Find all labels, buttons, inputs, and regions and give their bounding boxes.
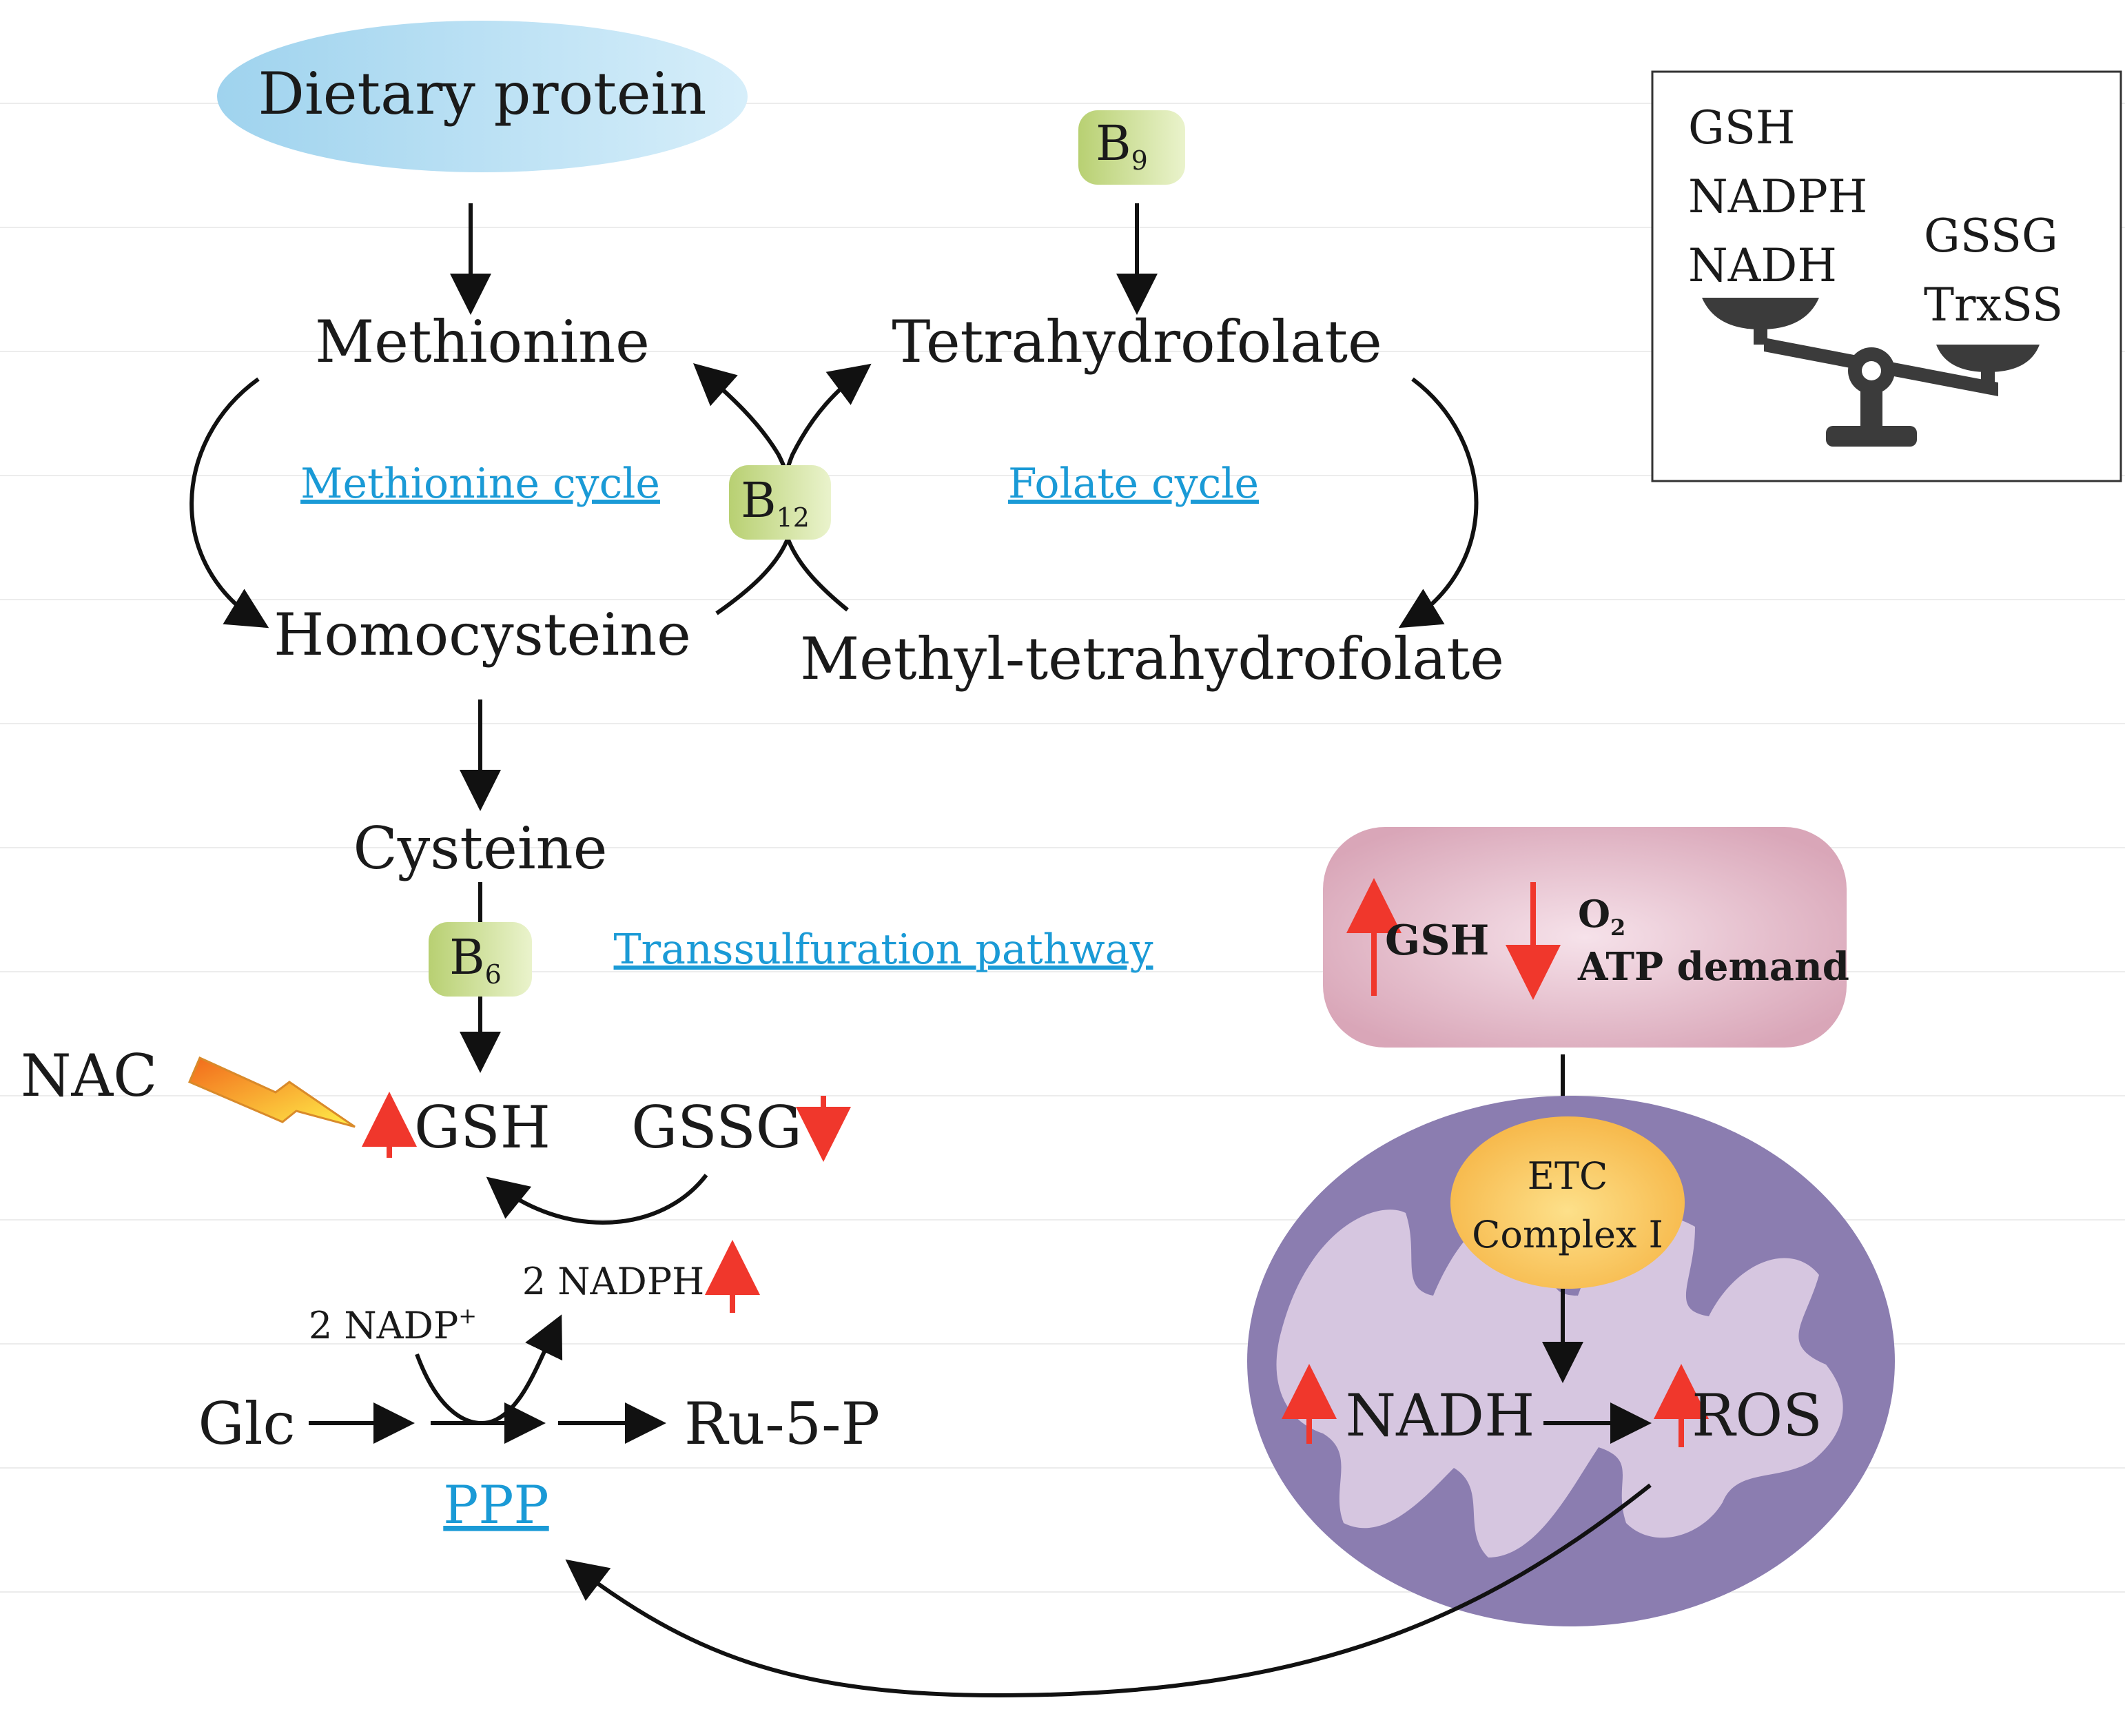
methionine-label: Methionine (315, 308, 650, 376)
methyl-thf-label: Methyl-tetrahydrofolate (800, 625, 1504, 693)
balance-left-nadph: NADPH (1688, 170, 1867, 223)
arrow-gssg-to-gsh (486, 1174, 708, 1225)
folate-cycle-link[interactable]: Folate cycle (1008, 460, 1259, 508)
condition-o2-label: O2 (1578, 892, 1625, 941)
balance-right-trxss: TrxSS (1924, 278, 2063, 331)
tetrahydrofolate-label: Tetrahydrofolate (892, 308, 1382, 376)
arrow-nadp-to-nadph (415, 1314, 563, 1426)
condition-gsh-label: GSH (1385, 917, 1489, 965)
arrow-ros-to-ppp (565, 1483, 1652, 1698)
gssg-label: GSSG (631, 1094, 802, 1161)
ros-label: ROS (1692, 1382, 1823, 1449)
b6-label: B6 (449, 929, 502, 990)
nadh-label: NADH (1346, 1382, 1535, 1449)
b6-badge (429, 922, 532, 997)
balance-right-gssg: GSSG (1924, 210, 2058, 263)
balance-box (1651, 70, 2122, 482)
homocysteine-label: Homocysteine (274, 601, 691, 668)
dietary-protein-label: Dietary protein (258, 60, 707, 127)
arrow-methionine-to-homocysteine (189, 377, 269, 629)
balance-left-gsh: GSH (1688, 101, 1796, 154)
etc-line2-label: Complex I (1472, 1213, 1663, 1256)
cysteine-label: Cysteine (353, 815, 608, 882)
lightning-bolt-icon (188, 1056, 356, 1128)
nac-label: NAC (21, 1042, 157, 1110)
etc-line1-label: ETC (1528, 1154, 1608, 1198)
transsulfuration-link[interactable]: Transsulfuration pathway (614, 926, 1153, 974)
balance-scale-icon (1702, 298, 2040, 447)
etc-complex-ellipse (1450, 1116, 1685, 1289)
glc-label: Glc (198, 1390, 295, 1458)
ppp-link[interactable]: PPP (443, 1474, 548, 1535)
methionine-cycle-link[interactable]: Methionine cycle (300, 460, 660, 508)
b12-label: B12 (741, 472, 810, 533)
ru5p-label: Ru-5-P (684, 1390, 880, 1458)
b9-label: B9 (1096, 115, 1148, 176)
gsh-label: GSH (414, 1094, 551, 1161)
dietary-protein-ellipse (217, 21, 748, 172)
condition-box (1323, 827, 1847, 1048)
b9-badge (1078, 110, 1185, 185)
nadph-label: 2 NADPH (522, 1260, 705, 1303)
nadp-label: 2 NADP+ (309, 1303, 477, 1347)
condition-atp-label: ATP demand (1577, 944, 1849, 990)
balance-left-nadh: NADH (1688, 239, 1837, 292)
b12-badge (729, 465, 831, 540)
arrow-thf-to-methyl-thf (1398, 377, 1479, 629)
